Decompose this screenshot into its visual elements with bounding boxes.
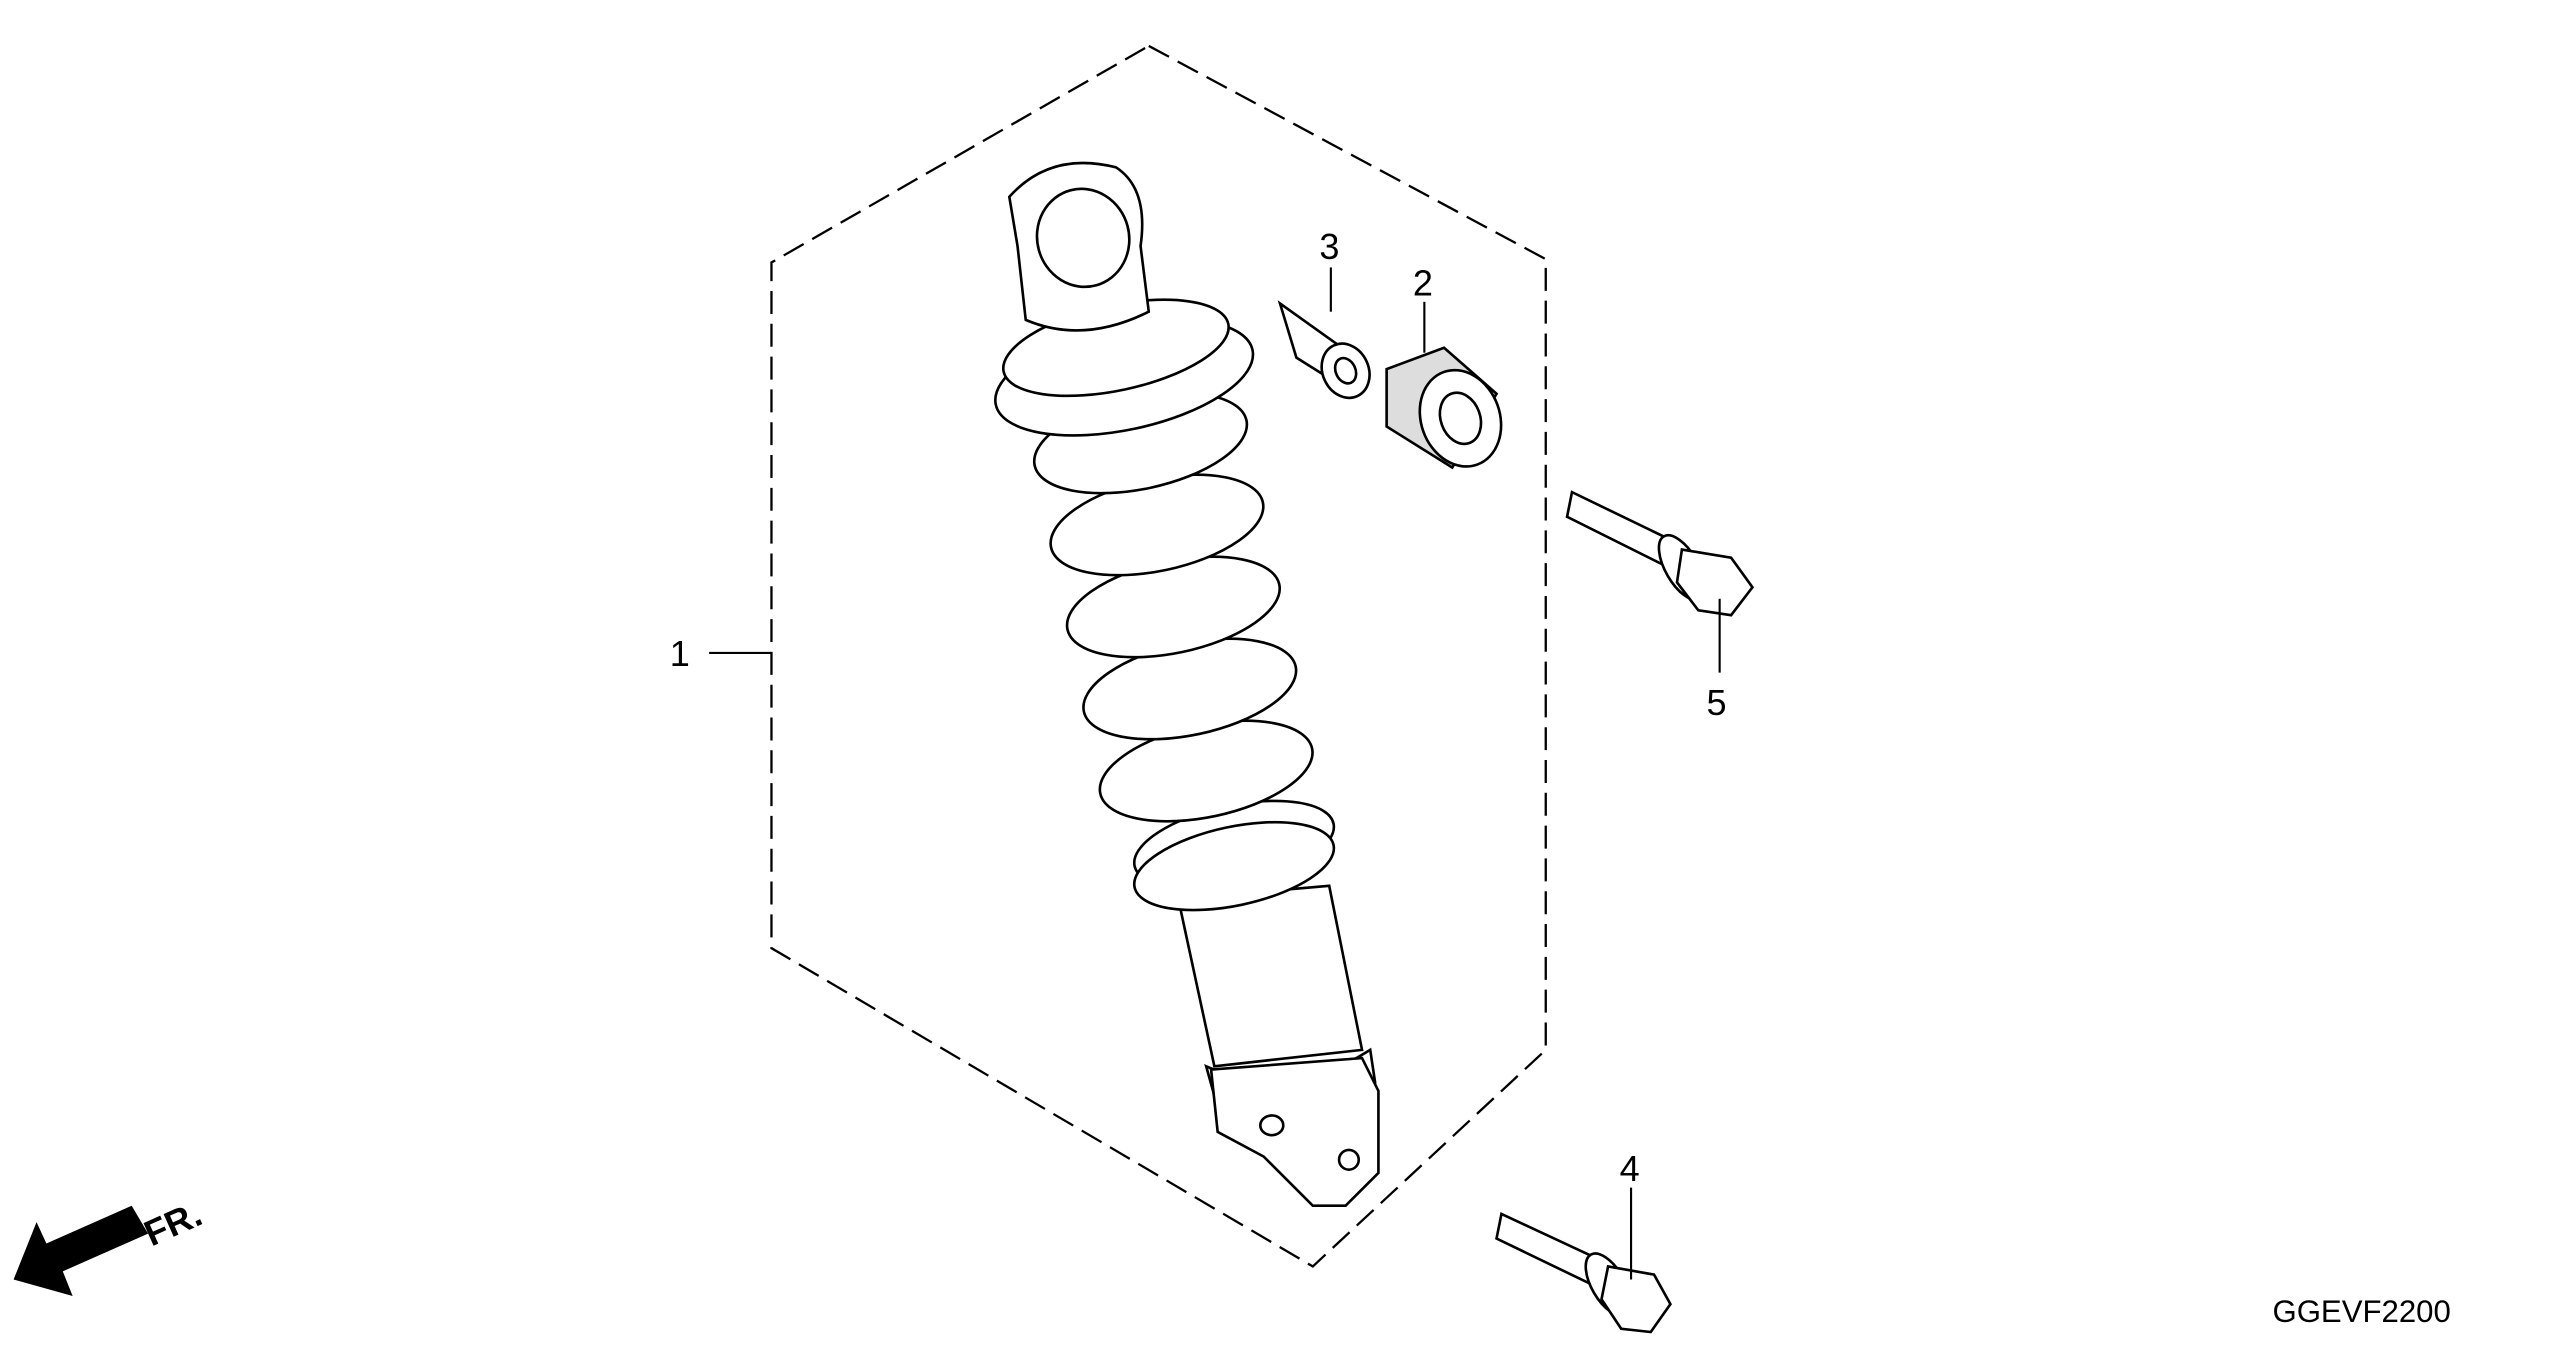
diagram-code: GGEVF2200 [2272,1294,2450,1329]
front-direction-label: FR. [138,1193,208,1254]
callout-2: 2 [1413,262,1433,303]
bushing-part-2 [1385,346,1503,470]
shock-absorber [994,161,1380,1208]
callout-3: 3 [1319,226,1339,267]
callout-5: 5 [1707,682,1727,723]
callout-1: 1 [670,633,690,674]
bolt-part-5 [1565,490,1755,617]
callout-4: 4 [1620,1148,1640,1189]
assembly-boundary [770,44,1547,1268]
collar-part-3 [1277,300,1371,400]
bolt-part-4 [1495,1212,1672,1334]
front-direction-arrow-icon: FR. [13,1193,208,1296]
